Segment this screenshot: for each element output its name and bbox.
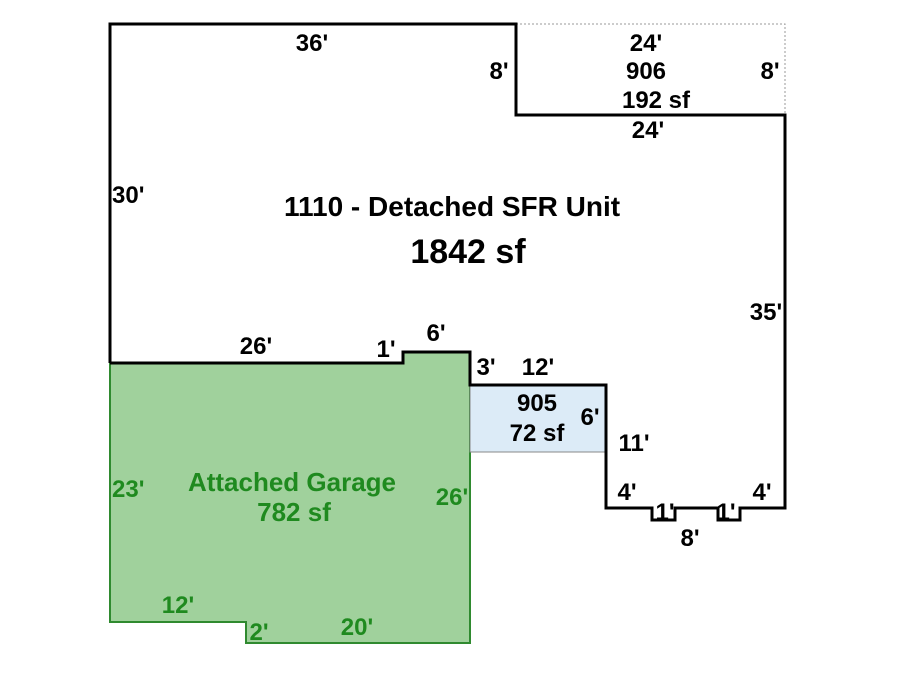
- area-905-area: 72 sf: [510, 420, 566, 447]
- dim-main-inner-left: 8': [489, 58, 508, 85]
- dim-garage-right: 26': [436, 484, 468, 511]
- main-unit-area: 1842 sf: [410, 233, 526, 271]
- area-905-code: 905: [517, 390, 557, 417]
- dim-main-notch-step-left: 1': [655, 499, 674, 526]
- garage-area: 782 sf: [257, 497, 331, 527]
- dim-905-right: 6': [580, 404, 599, 431]
- dim-main-left: 30': [112, 182, 144, 209]
- dim-garage-step: 2': [249, 619, 268, 646]
- dim-906-top: 24': [630, 30, 662, 57]
- dim-906-right: 8': [760, 58, 779, 85]
- dim-main-jog-top: 6': [426, 320, 445, 347]
- dim-main-notch-right: 11': [618, 430, 649, 457]
- dim-main-notch-left-drop: 4': [617, 479, 636, 506]
- dim-906-bottom: 24': [632, 117, 664, 144]
- garage-name: Attached Garage: [188, 467, 396, 497]
- dim-main-right: 35': [750, 299, 782, 326]
- dim-garage-bottom-left: 12': [162, 592, 194, 619]
- dim-main-bottom-left: 26': [240, 333, 272, 360]
- main-unit-name: 1110 - Detached SFR Unit: [284, 191, 620, 222]
- dim-main-top: 36': [296, 30, 328, 57]
- dim-garage-left: 23': [112, 476, 144, 503]
- area-906-code: 906: [626, 58, 666, 85]
- dim-main-notch-right-drop: 4': [752, 479, 771, 506]
- dim-main-notch-step-right: 1': [716, 499, 735, 526]
- dim-main-notch-bottom: 8': [680, 525, 699, 552]
- dim-main-step: 3': [476, 354, 495, 381]
- dim-main-jog-small: 1': [376, 336, 395, 363]
- dim-905-top: 12': [522, 354, 554, 381]
- main-unit-outline[interactable]: [108, 22, 787, 522]
- area-906-area: 192 sf: [622, 87, 691, 114]
- dim-garage-bottom: 20': [341, 614, 373, 641]
